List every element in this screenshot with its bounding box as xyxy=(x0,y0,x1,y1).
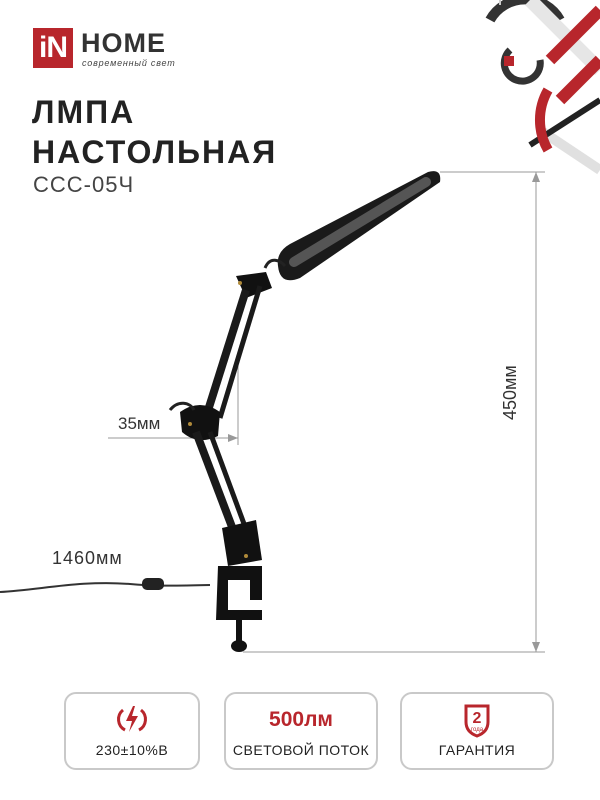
lamp-illustration xyxy=(0,171,441,652)
upper-joint xyxy=(236,272,272,298)
feature-luminous-flux: 500лм СВЕТОВОЙ ПОТОК xyxy=(224,692,378,770)
warranty-sub: года xyxy=(471,727,484,733)
deco-bar-red-2 xyxy=(555,55,600,105)
lamp-head xyxy=(277,171,441,281)
deco-arc-red xyxy=(534,87,553,153)
brand-logo: iN HOME современный свет xyxy=(33,28,193,68)
product-title-line1: ЛМПА xyxy=(32,94,136,130)
inline-switch xyxy=(142,578,164,590)
feature-voltage-text: 230±10%В xyxy=(95,742,169,758)
deco-red-square xyxy=(504,56,514,66)
lightning-icon xyxy=(115,702,149,741)
dimension-height: 450мм xyxy=(500,365,520,420)
product-title: ЛМПА НАСТОЛЬНАЯ xyxy=(32,92,277,172)
feature-voltage: 230±10%В xyxy=(64,692,200,770)
deco-bar-grey-2 xyxy=(537,125,600,175)
product-model: ССС-05Ч xyxy=(33,172,135,197)
feature-warranty: 2 года ГАРАНТИЯ xyxy=(400,692,554,770)
logo-mark: iN xyxy=(33,28,73,68)
deco-ring-icon xyxy=(500,47,544,85)
product-title-line2: НАСТОЛЬНАЯ xyxy=(32,134,278,170)
desk-clamp xyxy=(216,566,262,620)
feature-flux-text: СВЕТОВОЙ ПОТОК xyxy=(232,742,370,758)
deco-bar-dark xyxy=(528,97,600,148)
logo-tagline: современный свет xyxy=(82,58,176,68)
dimension-joint-width: 35мм xyxy=(118,414,161,433)
logo-name: HOME xyxy=(81,28,166,58)
dimension-cord-length: 1460мм xyxy=(52,548,123,568)
deco-bar-grey xyxy=(525,0,600,75)
deco-bar-red xyxy=(545,5,600,65)
warranty-number: 2 xyxy=(473,710,482,727)
feature-warranty-text: ГАРАНТИЯ xyxy=(438,742,516,758)
warranty-2-shield-icon: 2 года xyxy=(462,702,492,743)
feature-flux-value: 500лм xyxy=(269,708,333,731)
deco-arc-dark xyxy=(485,0,565,23)
elbow-joint xyxy=(180,405,220,441)
feature-badges: 230±10%В 500лм СВЕТОВОЙ ПОТОК 2 года ГАР… xyxy=(64,692,574,772)
